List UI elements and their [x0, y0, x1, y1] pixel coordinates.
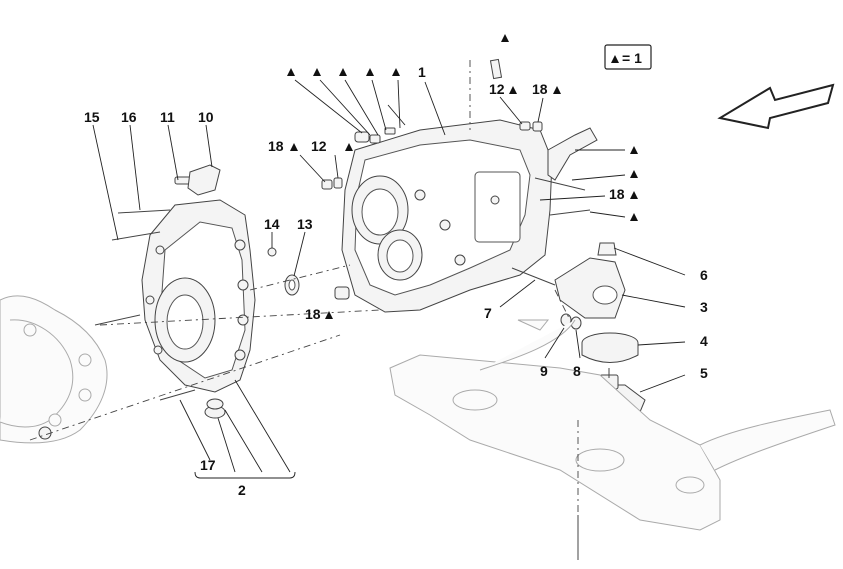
small-parts: [38, 58, 598, 440]
label-18-left: 18: [268, 138, 284, 154]
triangle-markers: [287, 34, 638, 319]
label-18-top: 18: [532, 81, 548, 97]
label-5: 5: [700, 365, 708, 381]
triangle-icon: [509, 86, 517, 94]
triangle-icon: [501, 34, 509, 42]
direction-arrow-icon: [717, 83, 835, 130]
triangle-icon: [325, 311, 333, 319]
axis-lines: [29, 60, 579, 520]
label-10: 10: [198, 109, 214, 125]
rear-cover-part: [141, 199, 256, 393]
triangle-icon: [290, 143, 298, 151]
label-11: 11: [160, 109, 175, 125]
triangle-icon: [630, 213, 638, 221]
label-13: 13: [297, 216, 313, 232]
label-12-left: 12: [311, 138, 327, 154]
part-labels: 1 2 3 4 5 6 7 8 9 10 11 12 12 13 14 15 1…: [84, 64, 708, 498]
leader-lines: [92, 79, 686, 479]
label-16: 16: [121, 109, 137, 125]
label-8: 8: [573, 363, 581, 379]
label-7: 7: [484, 305, 492, 321]
gearbox-housing-part: [341, 119, 553, 313]
triangle-icon: [287, 68, 295, 76]
label-6: 6: [700, 267, 708, 283]
label-15: 15: [84, 109, 100, 125]
label-1: 1: [418, 64, 426, 80]
label-9: 9: [540, 363, 548, 379]
triangle-icon: [345, 143, 353, 151]
label-18-right: 18: [609, 186, 625, 202]
triangle-icon: [630, 146, 638, 154]
label-18-bottom: 18: [305, 306, 321, 322]
label-17: 17: [200, 457, 216, 473]
label-3: 3: [700, 299, 708, 315]
label-2: 2: [238, 482, 246, 498]
triangle-icon: [313, 68, 321, 76]
crossmember: [389, 319, 836, 560]
label-4: 4: [700, 333, 708, 349]
triangle-icon: [339, 68, 347, 76]
legend-box: = 1: [604, 44, 652, 70]
legend-text: = 1: [622, 50, 642, 66]
triangle-icon: [630, 191, 638, 199]
bell-housing-left: [0, 295, 108, 444]
triangle-icon: [630, 170, 638, 178]
triangle-icon: [392, 68, 400, 76]
label-12-top: 12: [489, 81, 505, 97]
label-14: 14: [264, 216, 280, 232]
triangle-icon: [553, 86, 561, 94]
triangle-icon: [366, 68, 374, 76]
